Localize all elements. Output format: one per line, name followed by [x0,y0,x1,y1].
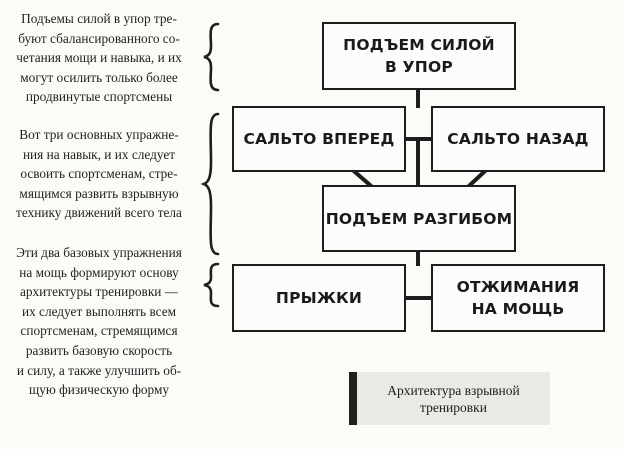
box-power-pushups: ОТЖИМАНИЯ НА МОЩЬ [431,264,605,332]
note-skill-exercises: Вот три основных упражне- ния на навык, … [16,127,182,221]
note-power-exercises: Эти два базовых упражнения на мощь форми… [16,245,182,398]
note-muscle-up: Подъемы силой в упор тре- буют сбалансир… [16,11,182,105]
box-back-flip: САЛЬТО НАЗАД [431,106,605,172]
brace-middle [200,112,220,256]
box-front-flip: САЛЬТО ВПЕРЕД [232,106,406,172]
box-jumps: ПРЫЖКИ [232,264,406,332]
figure-caption: Архитектура взрывной тренировки [349,372,550,425]
brace-top [203,22,220,92]
box-muscle-up: ПОДЪЕМ СИЛОЙ В УПОР [322,22,516,90]
brace-bottom [203,262,220,308]
box-kip-up: ПОДЪЕМ РАЗГИБОМ [322,185,516,252]
